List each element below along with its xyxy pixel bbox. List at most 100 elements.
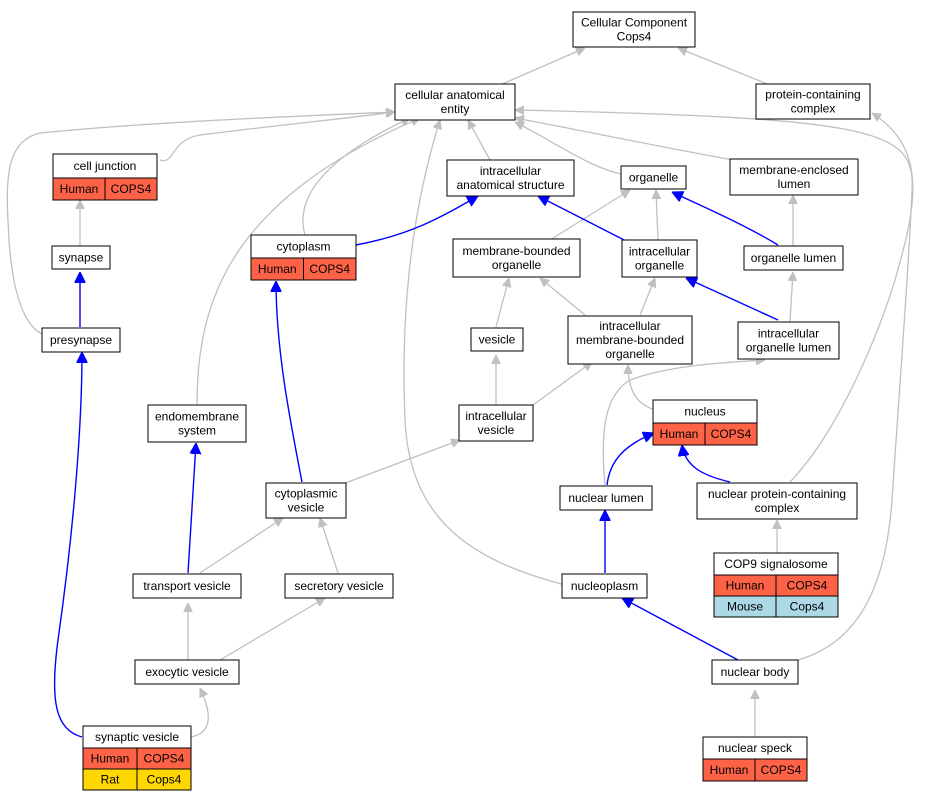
node-label-line: membrane-enclosed xyxy=(739,163,848,177)
node-tv[interactable]: transport vesicle xyxy=(132,573,242,599)
node-box xyxy=(729,158,859,196)
node-label-line: synapse xyxy=(59,251,104,265)
node-box xyxy=(743,245,844,271)
node-organelle[interactable]: organelle xyxy=(620,165,687,190)
node-label-line: organelle xyxy=(605,347,655,361)
node-label-line: nuclear lumen xyxy=(568,491,643,505)
gene-label: COPS4 xyxy=(111,182,152,196)
node-box xyxy=(132,573,242,599)
node-label-line: vesicle xyxy=(478,423,515,437)
node-label-line: intracellular xyxy=(629,245,690,259)
species-label: Human xyxy=(60,182,99,196)
gene-label: COPS4 xyxy=(761,763,802,777)
node-sv[interactable]: secretory vesicle xyxy=(284,573,394,599)
node-label-line: transport vesicle xyxy=(143,579,231,593)
edge-cv-iv xyxy=(339,440,460,486)
species-label: Rat xyxy=(101,773,120,787)
node-vesicle[interactable]: vesicle xyxy=(470,327,524,352)
species-label: Human xyxy=(726,579,765,593)
edge-nlumen-iol xyxy=(602,360,765,486)
node-box xyxy=(470,327,524,352)
node-nucleoplasm[interactable]: nucleoplasm xyxy=(561,573,648,599)
edge-nucleoplasm-cae xyxy=(403,120,566,586)
edge-mel-cae xyxy=(515,118,734,161)
node-label-line: nuclear speck xyxy=(718,741,793,755)
node-box xyxy=(446,159,575,197)
edge-mbo-organelle xyxy=(549,189,630,241)
node-label-line: anatomical structure xyxy=(456,178,564,192)
node-nlumen[interactable]: nuclear lumen xyxy=(559,485,653,511)
node-label-line: secretory vesicle xyxy=(294,579,384,593)
node-label-line: complex xyxy=(755,501,800,515)
edge-synv-presynapse xyxy=(53,352,82,738)
edge-synv-ev xyxy=(190,688,209,738)
node-box xyxy=(711,659,799,685)
node-label-line: system xyxy=(178,424,216,438)
edge-ev-sv xyxy=(219,597,325,661)
node-ev[interactable]: exocytic vesicle xyxy=(134,659,240,685)
gene-label: COPS4 xyxy=(711,427,752,441)
edge-pcc-root xyxy=(678,48,771,86)
node-label-line: synaptic vesicle xyxy=(95,730,179,744)
node-label-line: organelle xyxy=(492,258,542,272)
edge-nbody-nucleoplasm xyxy=(622,597,739,661)
gene-label: COPS4 xyxy=(309,262,350,276)
node-nbody[interactable]: nuclear body xyxy=(711,659,799,685)
edge-sv-cv xyxy=(320,518,339,574)
node-box xyxy=(737,321,840,360)
node-box xyxy=(696,482,858,520)
node-label-line: presynapse xyxy=(50,333,112,347)
node-label-line: COP9 signalosome xyxy=(724,557,828,571)
species-label: Human xyxy=(660,427,699,441)
node-label-line: intracellular xyxy=(599,319,660,333)
node-box xyxy=(755,83,871,120)
species-label: Human xyxy=(710,763,749,777)
node-box xyxy=(452,238,581,278)
edge-nucleus-imbo xyxy=(628,365,656,411)
node-box xyxy=(458,404,534,442)
node-presynapse[interactable]: presynapse xyxy=(41,327,121,353)
edge-nbody-cae xyxy=(515,110,913,661)
edge-imbo-mbo xyxy=(540,278,586,316)
edge-iol-ol xyxy=(790,272,793,323)
node-label-line: endomembrane xyxy=(155,410,239,424)
node-ol[interactable]: organelle lumen xyxy=(743,245,844,271)
node-box xyxy=(147,404,247,443)
node-label-line: nucleus xyxy=(684,405,725,419)
node-label-line: exocytic vesicle xyxy=(145,665,229,679)
node-label-line: protein-containing xyxy=(765,88,860,102)
node-label-line: membrane-bounded xyxy=(462,244,570,258)
node-label-line: organelle lumen xyxy=(746,341,831,355)
edge-organelle-cae xyxy=(515,121,626,176)
edge-tv-endomembrane xyxy=(187,443,196,574)
node-box xyxy=(567,315,693,365)
node-synapse[interactable]: synapse xyxy=(51,245,111,270)
gene-label: Cops4 xyxy=(790,600,825,614)
node-box xyxy=(561,573,648,599)
gene-cell xyxy=(754,758,808,782)
node-box xyxy=(572,11,696,48)
node-label-line: vesicle xyxy=(479,333,516,347)
node-label-line: cytoplasmic xyxy=(275,487,338,501)
edge-tv-cv xyxy=(199,518,283,574)
node-label-line: intracellular xyxy=(465,409,526,423)
